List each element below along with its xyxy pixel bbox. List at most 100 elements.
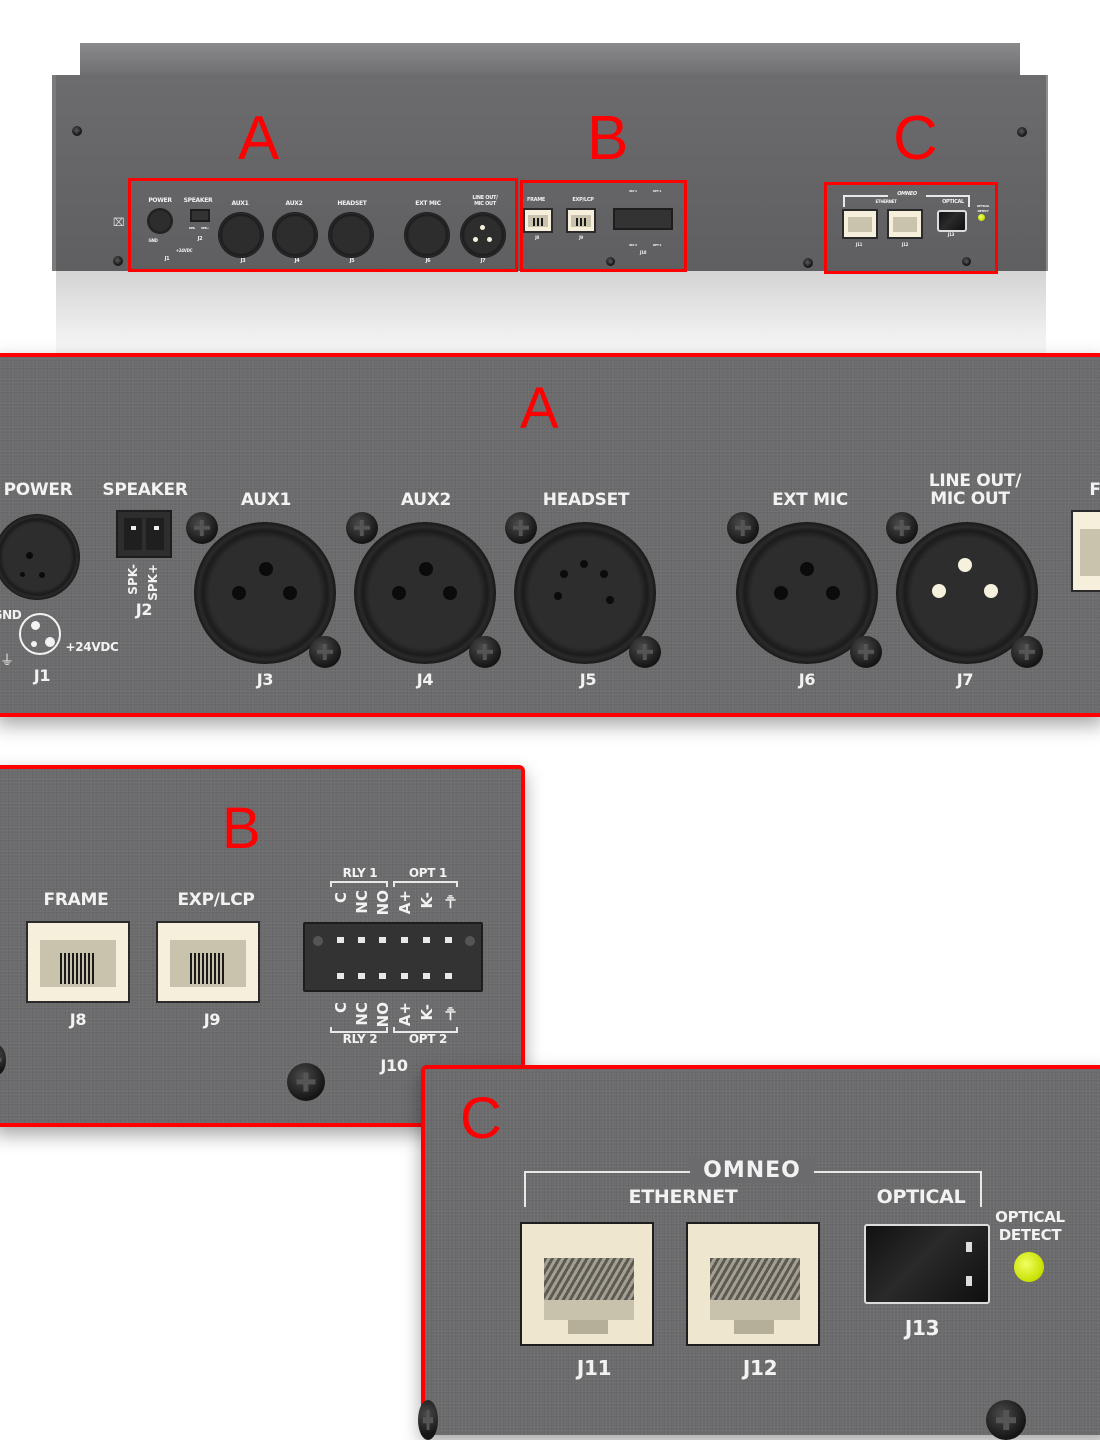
- optical-label: OPTICAL: [876, 1186, 966, 1208]
- exp-lcp-port-j9[interactable]: [566, 208, 596, 233]
- ethernet-port-j12[interactable]: [686, 1222, 820, 1346]
- optical-detect-label-2: DETECT: [998, 1226, 1062, 1244]
- j1-label: J1: [164, 256, 170, 262]
- line-out-connector-j7[interactable]: [460, 212, 506, 258]
- ethernet-port-j11[interactable]: [520, 1222, 654, 1346]
- screw-icon: [727, 512, 759, 544]
- spk-plus-label: SPK+: [146, 564, 160, 601]
- j8-label: J8: [69, 1010, 87, 1029]
- j7-label: J7: [956, 670, 974, 689]
- j11-label: J11: [855, 242, 863, 247]
- j4-label: J4: [416, 670, 434, 689]
- j10-label: J10: [639, 250, 647, 255]
- pin-label-nc-top: NC: [353, 890, 371, 914]
- headset-label: HEADSET: [337, 200, 367, 207]
- spk-minus-label: SPK-: [188, 226, 196, 230]
- optical-port-j13[interactable]: [937, 210, 967, 232]
- pin: [283, 586, 297, 600]
- opt1-label: OPT 1: [408, 866, 448, 880]
- ethernet-port-j12[interactable]: [887, 209, 923, 239]
- line-out-label-1: LINE OUT/: [472, 195, 498, 201]
- pin: [580, 560, 588, 568]
- line-out-label-2: MIC OUT: [930, 489, 1010, 509]
- spk-plus-label: SPK+: [201, 226, 209, 230]
- frame-port-cut: [1071, 510, 1100, 592]
- optical-port-j13[interactable]: [864, 1224, 990, 1304]
- j13-label: J13: [947, 232, 955, 237]
- power-connector-j1[interactable]: [0, 514, 80, 600]
- screw-icon: [962, 257, 971, 266]
- optical-detect-led: [1014, 1252, 1044, 1282]
- pin-label-no-top: NO: [374, 890, 392, 916]
- pin-label-k-minus-top: K-: [418, 892, 436, 909]
- section-c-highlight[interactable]: [824, 182, 998, 274]
- j3-label: J3: [240, 258, 246, 264]
- pin-label-k-minus-bottom: K-: [418, 1004, 436, 1021]
- ethernet-port-j11[interactable]: [842, 209, 878, 239]
- j6-label: J6: [798, 670, 816, 689]
- pin-label-a-plus-bottom: A+: [396, 1002, 414, 1027]
- device-top-cover: [80, 43, 1020, 75]
- opt2-bracket: [393, 1027, 458, 1033]
- speaker-terminal-j2[interactable]: [116, 510, 172, 558]
- frame-port-j8[interactable]: [26, 921, 130, 1003]
- j11-label: J11: [576, 1356, 612, 1380]
- detail-c-letter: C: [460, 1086, 502, 1151]
- pin: [800, 562, 814, 576]
- screw-icon: [505, 512, 537, 544]
- pin: [232, 586, 246, 600]
- j2-label: J2: [135, 600, 153, 619]
- relay-terminal-j10[interactable]: [303, 922, 483, 992]
- pin: [443, 586, 457, 600]
- pin-label-nc-bottom: NC: [353, 1002, 371, 1026]
- j4-label: J4: [294, 258, 300, 264]
- screw-icon: [886, 512, 918, 544]
- section-b-highlight[interactable]: [520, 180, 687, 272]
- j9-label: J9: [203, 1010, 221, 1029]
- relay-terminal-j10[interactable]: [613, 208, 673, 230]
- j12-label: J12: [901, 242, 909, 247]
- screw-icon: [469, 636, 501, 668]
- optical-detect-label-2: DETECT: [977, 209, 989, 213]
- j5-label: J5: [579, 670, 597, 689]
- rly1-label: RLY 1: [342, 866, 378, 880]
- rly1-label: RLY 1: [629, 189, 637, 193]
- aux2-label: AUX2: [400, 490, 452, 510]
- ethernet-label: ETHERNET: [628, 1186, 738, 1208]
- frame-label: FRAME: [526, 197, 546, 203]
- j6-label: J6: [425, 258, 431, 264]
- power-connector-j1[interactable]: [147, 208, 173, 234]
- optical-label: OPTICAL: [942, 199, 964, 205]
- opt2-label: OPT 2: [408, 1032, 448, 1046]
- aux1-connector-j3[interactable]: [218, 212, 264, 258]
- power-label: POWER: [148, 197, 172, 204]
- speaker-terminal-j2[interactable]: [190, 209, 210, 222]
- frame-port-j8[interactable]: [523, 208, 553, 233]
- ext-mic-connector-j6[interactable]: [404, 212, 450, 258]
- ext-mic-label: EXT MIC: [772, 490, 848, 510]
- j2-label: J2: [197, 236, 203, 242]
- line-out-label-2: MIC OUT: [474, 201, 496, 207]
- exp-lcp-port-j9[interactable]: [156, 921, 260, 1003]
- section-a-highlight[interactable]: [128, 178, 518, 272]
- pin-label-ground-top: ⏚: [442, 894, 460, 909]
- screw-icon: [803, 258, 813, 268]
- gnd-label: GND: [0, 608, 22, 622]
- aux2-connector-j4[interactable]: [272, 212, 318, 258]
- j13-label: J13: [904, 1316, 940, 1340]
- pin: [606, 596, 614, 604]
- screw-icon: [113, 256, 123, 266]
- headset-connector-j5[interactable]: [328, 212, 374, 258]
- screw-icon: [0, 1045, 6, 1075]
- section-letter-b: B: [587, 104, 629, 173]
- screw-icon: [287, 1063, 325, 1101]
- screw-icon: [1017, 127, 1027, 137]
- pin: [419, 562, 433, 576]
- opt1-label: OPT 1: [652, 189, 662, 193]
- omneo-label: OMNEO: [888, 191, 926, 197]
- opt2-label: OPT 2: [652, 243, 662, 247]
- pin: [480, 225, 485, 230]
- ext-mic-label: EXT MIC: [415, 200, 441, 207]
- v24-label: +24VDC: [175, 248, 193, 253]
- pin-diagram-icon: [19, 613, 61, 655]
